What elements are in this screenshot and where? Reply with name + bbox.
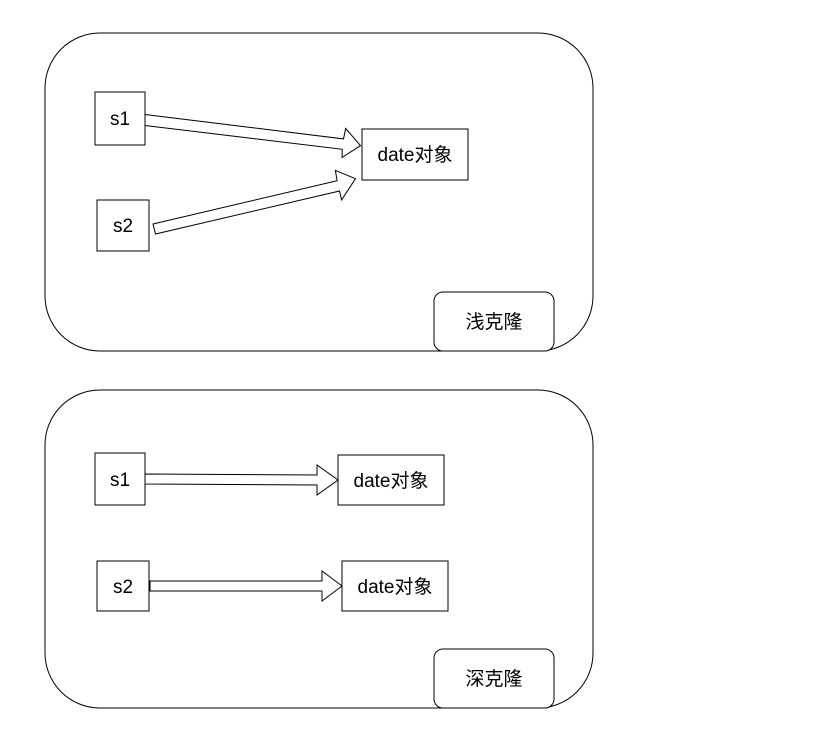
shallow-clone-panel: s1 s2 date对象 浅克隆 [44, 32, 594, 352]
arrow-s1-to-date-1 [144, 464, 339, 496]
deep-clone-container [44, 389, 594, 709]
date-object-box-2 [341, 560, 449, 612]
arrow-s1-to-date [144, 113, 362, 159]
s1-label: s1 [110, 470, 130, 491]
date-object-label-1: date对象 [354, 470, 429, 492]
s2-label: s2 [113, 577, 133, 598]
shallow-clone-title: 浅克隆 [465, 311, 522, 333]
s1-label: s1 [110, 109, 130, 130]
s2-label: s2 [113, 216, 133, 237]
deep-clone-title: 深克隆 [465, 668, 522, 690]
s2-box [96, 560, 150, 612]
deep-clone-tag [433, 648, 555, 709]
s2-box [96, 199, 150, 252]
date-object-box-1 [337, 454, 445, 506]
date-object-label-2: date对象 [358, 576, 433, 598]
date-object-label: date对象 [378, 144, 453, 166]
shallow-clone-tag [433, 291, 555, 352]
arrow-s2-to-date-2 [149, 570, 343, 602]
deep-clone-panel: s1 s2 date对象 date对象 深克隆 [44, 389, 594, 709]
date-object-box [361, 128, 469, 181]
arrow-s2-to-date [152, 169, 357, 235]
s1-box [94, 91, 146, 146]
